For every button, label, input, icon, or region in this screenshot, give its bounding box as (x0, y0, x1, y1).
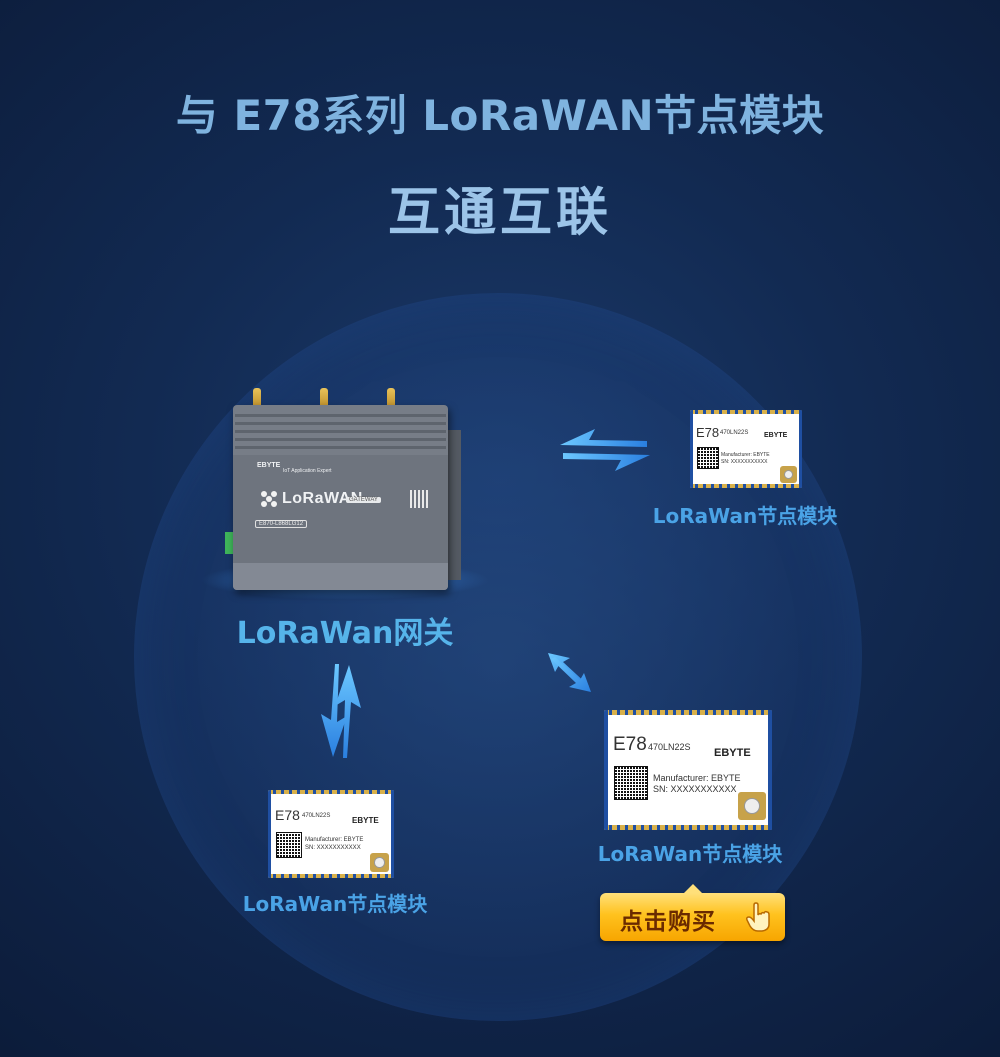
page-title: 与 E78系列 LoRaWAN节点模块 (175, 91, 825, 140)
qr-code-icon (410, 490, 428, 508)
gateway-bottom (233, 563, 448, 590)
node-module: E78 470LN22S EBYTE Manufacturer: EBYTE S… (690, 410, 802, 488)
node-label: LoRaWan节点模块 (242, 892, 428, 916)
bidirectional-arrow-icon (560, 429, 650, 471)
antenna-connector-icon (738, 792, 766, 820)
page-subtitle: 互通互联 (387, 183, 612, 243)
module-model: 470LN22S (302, 813, 331, 819)
gateway-label: LoRaWan网关 (236, 616, 454, 651)
module-brand: EBYTE (352, 816, 379, 825)
gateway-model: E870-L868LG12 (255, 520, 308, 528)
gateway-brand: EBYTE (257, 462, 281, 469)
module-manufacturer: Manufacturer: EBYTE (721, 452, 770, 458)
node-label: LoRaWan节点模块 (652, 504, 838, 528)
antenna-icon (387, 388, 395, 412)
bidirectional-arrow-icon (321, 664, 361, 758)
module-sn: SN: XXXXXXXXXXX (653, 784, 737, 794)
buy-now-label: 点击购买 (620, 909, 716, 935)
buy-now-button[interactable]: 点击购买 (600, 884, 785, 941)
module-manufacturer: Manufacturer: EBYTE (653, 773, 741, 783)
gateway-badge: GATEWAY (346, 497, 381, 503)
module-brand: EBYTE (714, 747, 751, 759)
module-brand: EBYTE (764, 432, 788, 439)
lorawan-logo-icon (261, 491, 277, 507)
gateway-front-panel (233, 455, 448, 563)
gateway-fin (235, 446, 446, 449)
module-series: E78 (696, 425, 720, 440)
gateway-tagline: IoT Application Expert (283, 468, 332, 474)
module-series: E78 (613, 734, 647, 755)
antenna-icon (253, 388, 261, 412)
module-series: E78 (275, 807, 300, 823)
gateway-fin (235, 414, 446, 417)
gateway-product-name: LoRaWAN (282, 490, 363, 507)
node-label: LoRaWan节点模块 (597, 842, 783, 866)
bidirectional-arrow-icon (548, 653, 591, 692)
antenna-connector-icon (780, 466, 797, 483)
qr-code-icon (697, 447, 719, 469)
node-module: E78 470LN22S EBYTE Manufacturer: EBYTE S… (268, 790, 394, 878)
module-model: 470LN22S (720, 430, 749, 436)
module-sn: SN: XXXXXXXXXXX (305, 845, 361, 851)
qr-code-icon (614, 766, 648, 800)
node-module: E78 470LN22S EBYTE Manufacturer: EBYTE S… (604, 710, 772, 830)
module-model: 470LN22S (648, 742, 691, 752)
terminal-block (225, 532, 235, 554)
gateway-fin (235, 430, 446, 433)
gateway-fin (235, 438, 446, 441)
gateway-side-rail (447, 430, 461, 580)
module-manufacturer: Manufacturer: EBYTE (305, 837, 364, 843)
gateway-fin (235, 422, 446, 425)
antenna-icon (320, 388, 328, 412)
qr-code-icon (276, 832, 302, 858)
pointing-hand-icon (746, 902, 770, 932)
antenna-connector-icon (370, 853, 389, 872)
module-sn: SN: XXXXXXXXXXX (721, 459, 768, 465)
